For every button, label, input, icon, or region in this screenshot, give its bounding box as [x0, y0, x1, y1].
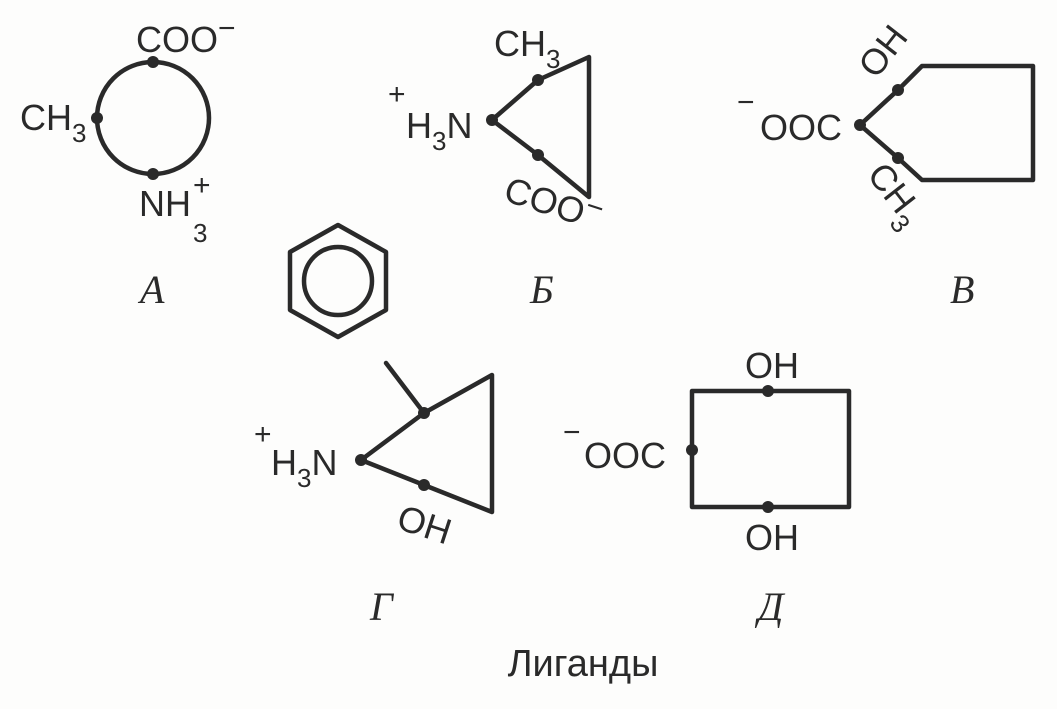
- ligand-b-ring: [489, 54, 592, 200]
- figure-title: Лиганды: [508, 643, 659, 685]
- ligand-a-bottom-group: NH: [139, 183, 191, 224]
- ligand-v: − OOC OH CH3 В: [737, 17, 1036, 312]
- ligand-d-top-group: OH: [745, 345, 799, 386]
- ligand-g-left-charge: +: [254, 418, 272, 451]
- ligand-v-left-charge: −: [737, 86, 755, 119]
- ligand-b-site-top: [532, 74, 544, 86]
- ligand-v-bottom-group: CH3: [852, 155, 933, 239]
- ligand-d-site-bottom: [762, 501, 774, 513]
- ligand-d-site-left: [686, 444, 698, 456]
- ligand-a-bottom-charge: +: [193, 169, 211, 202]
- ligand-a-site-left: [91, 112, 103, 124]
- ligand-v-site-bottom: [892, 152, 904, 164]
- ligand-g-bottom-group: OH: [393, 497, 457, 553]
- ligand-d: − OOC OH OH Д: [563, 345, 852, 629]
- ligand-b-bottom-group: COO−: [500, 164, 609, 239]
- ligand-v-left-group: OOC: [760, 107, 842, 148]
- ligand-v-site-left: [854, 119, 866, 131]
- ligand-g-caption: Г: [369, 584, 395, 629]
- ligand-g-ring: [358, 372, 495, 515]
- ligand-g-phenyl-bond: [383, 360, 427, 416]
- ligand-g-site-top: [418, 407, 430, 419]
- ligand-d-ring: [689, 388, 852, 510]
- ligand-d-bottom-group: OH: [745, 517, 799, 558]
- ligand-g-left-group: H3N: [271, 442, 337, 493]
- ligand-g: + H3N OH Г: [254, 222, 495, 629]
- ligand-a-top-group: COO−: [136, 12, 236, 60]
- ligand-d-site-top: [762, 385, 774, 397]
- ligand-a-site-top: [147, 56, 159, 68]
- ligand-b-top-group: CH3: [494, 23, 560, 74]
- ligand-v-caption: В: [950, 267, 974, 312]
- ligand-a-caption: А: [137, 267, 165, 312]
- ligand-a: COO− CH3 NH + 3 А: [20, 12, 236, 312]
- ligand-b-left-charge: +: [388, 78, 406, 111]
- ligand-b-site-left: [486, 114, 498, 126]
- ligand-b-site-bottom: [532, 149, 544, 161]
- ligand-g-site-bottom: [418, 479, 430, 491]
- ligand-g-phenyl-ring: [287, 222, 389, 340]
- ligand-d-left-charge: −: [563, 416, 581, 449]
- ligand-b-caption: Б: [529, 267, 554, 312]
- ligand-g-phenyl-inner: [301, 244, 375, 318]
- ligand-b-left-group: H3N: [406, 105, 472, 156]
- ligand-v-site-top: [892, 84, 904, 96]
- ligand-a-left-group: CH3: [20, 97, 86, 148]
- ligand-a-bottom-sub: 3: [193, 218, 207, 248]
- ligand-a-site-bottom: [147, 168, 159, 180]
- ligand-g-site-left: [355, 454, 367, 466]
- ligand-b: + H3N CH3 COO− Б: [388, 23, 608, 312]
- ligand-v-top-group: OH: [850, 17, 916, 85]
- ligand-d-left-group: OOC: [584, 435, 666, 476]
- ligand-d-caption: Д: [754, 584, 786, 629]
- ligand-a-ring: [94, 59, 212, 177]
